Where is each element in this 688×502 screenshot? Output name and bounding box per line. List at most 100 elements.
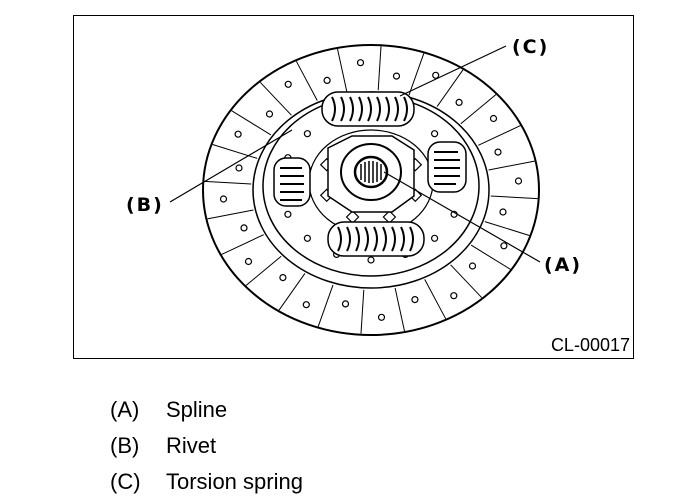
facing-rivet [489,114,498,123]
legend-item: (C) Torsion spring [110,464,303,500]
facing-rivet [323,76,331,85]
hub-rivet [303,234,311,242]
facing-groove [360,289,365,334]
facing-rivet [468,262,477,270]
facing-rivet [356,59,365,67]
leader-line-c [399,45,507,97]
facing-rivet [265,110,274,118]
spring-coil [400,226,405,252]
facing-rivet [455,98,463,107]
legend-item: (B) Rivet [110,428,303,464]
figure-frame [73,15,634,359]
spring-coil [358,96,363,122]
spring-coil [355,226,360,252]
hub-rivet [367,256,375,264]
hub-rivet [431,234,439,242]
friction-facing-outer [202,44,540,336]
torsion-spring-bottom [327,221,425,257]
facing-rivet [411,296,419,304]
clutch-disc-diagram: (C) (B) (A) CL-00017 [126,36,630,355]
torsion-spring-left [273,157,311,207]
facing-groove [470,244,511,270]
facing-groove [231,110,272,136]
facing-rivet [432,71,440,79]
facing-rivet [377,313,386,321]
facing-groove [317,284,334,327]
facing-rivets [219,59,523,321]
facing-groove [408,53,425,96]
spring-coil [409,226,414,252]
legend-code: (C) [110,469,141,494]
legend-label: Rivet [166,433,217,458]
facing-groove [221,234,264,255]
spring-coil [331,96,336,122]
callout-b: (B) [126,194,164,216]
hub-rivet [303,130,311,138]
spring-coil [394,96,399,122]
torsion-spring-right [427,141,467,193]
facing-groove [394,287,405,332]
spring-coil [367,96,372,122]
facing-groove [337,48,348,93]
facing-rivet [279,274,287,282]
facing-rivet [284,80,292,88]
leader-line-a [383,171,541,263]
spring-coil [391,226,396,252]
spring-coil [373,226,378,252]
facing-rivet [494,148,502,156]
spring-coil [364,226,369,252]
facing-rivet [234,130,242,138]
facing-groove [436,69,464,107]
leader-line-b [169,129,293,203]
facing-groove [259,81,292,116]
facing-rivet [514,177,523,185]
facing-groove [484,221,530,236]
spring-coil [349,96,354,122]
spring-coil [376,96,381,122]
facing-groove [295,60,318,101]
legend-item: (A) Spline [110,392,303,428]
spring-coil [385,96,390,122]
facing-rivet [392,72,401,80]
facing-groove [204,180,252,185]
torsion-spring-top [321,91,415,127]
facing-rivet [244,257,253,266]
facing-rivet [235,164,243,172]
facing-rivet [450,292,458,300]
spring-coil [382,226,387,252]
facing-groove [212,144,258,159]
facing-rivet [499,208,507,216]
legend: (A) Spline (B) Rivet (C) Torsion spring [110,392,303,500]
facing-groove [488,160,535,171]
facing-groove [207,209,254,220]
callout-c: (C) [512,36,549,58]
facing-groove [245,255,282,286]
spring-coil [346,226,351,252]
legend-label: Torsion spring [166,469,303,494]
facing-rivet [341,300,350,308]
facing-groove [490,195,538,200]
callout-a: (A) [544,254,582,276]
spline-teeth [360,161,382,183]
spring-coil [337,226,342,252]
hub-rivet [431,130,439,138]
figure-code: CL-00017 [551,335,630,355]
facing-groove [424,279,447,320]
legend-code: (A) [110,397,140,422]
spring-coil [340,96,345,122]
facing-grooves [204,46,538,334]
facing-rivet [240,224,248,232]
facing-groove [478,125,521,146]
spring-coil [403,96,408,122]
facing-groove [377,46,382,91]
facing-groove [278,273,306,311]
facing-rivet [302,301,310,309]
facing-groove [460,94,497,125]
legend-code: (B) [110,433,140,458]
facing-rivet [500,242,508,250]
legend-label: Spline [166,397,228,422]
facing-rivet [219,195,228,203]
spline-bore [353,155,389,189]
hub-rivet [284,210,292,218]
facing-groove [450,264,483,299]
